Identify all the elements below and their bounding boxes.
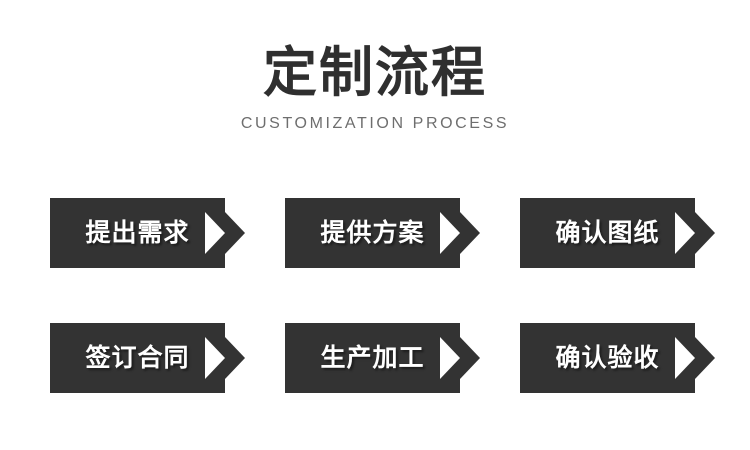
process-step-1[interactable]: 提出需求: [50, 198, 245, 268]
step-box: 提出需求: [50, 198, 225, 268]
process-step-5[interactable]: 生产加工: [285, 323, 480, 393]
page-subtitle: CUSTOMIZATION PROCESS: [240, 115, 510, 132]
arrow-right-icon: [695, 337, 715, 379]
arrow-right-icon: [460, 212, 480, 254]
arrow-notch-icon: [440, 212, 460, 254]
process-step-6[interactable]: 确认验收: [520, 323, 715, 393]
step-label: 确认图纸: [555, 218, 660, 247]
process-step-3[interactable]: 确认图纸: [520, 198, 715, 268]
arrow-right-icon: [225, 212, 245, 254]
process-row-2: 签订合同 生产加工 确认验收: [50, 323, 715, 393]
process-flow: 提出需求 提供方案 确认图纸: [50, 198, 715, 393]
step-box: 签订合同: [50, 323, 225, 393]
page-title: 定制流程: [263, 41, 487, 104]
step-label: 提出需求: [85, 218, 190, 247]
step-box: 生产加工: [285, 323, 460, 393]
step-label: 生产加工: [320, 343, 425, 372]
arrow-notch-icon: [440, 337, 460, 379]
step-label: 提供方案: [320, 218, 425, 247]
arrow-notch-icon: [205, 337, 225, 379]
step-box: 确认验收: [520, 323, 695, 393]
header: 定制流程 CUSTOMIZATION PROCESS: [0, 42, 750, 134]
process-step-4[interactable]: 签订合同: [50, 323, 245, 393]
process-step-2[interactable]: 提供方案: [285, 198, 480, 268]
arrow-notch-icon: [675, 212, 695, 254]
arrow-notch-icon: [675, 337, 695, 379]
step-label: 确认验收: [555, 343, 660, 372]
arrow-right-icon: [225, 337, 245, 379]
arrow-right-icon: [460, 337, 480, 379]
process-row-1: 提出需求 提供方案 确认图纸: [50, 198, 715, 268]
step-box: 确认图纸: [520, 198, 695, 268]
arrow-right-icon: [695, 212, 715, 254]
step-label: 签订合同: [85, 343, 190, 372]
step-box: 提供方案: [285, 198, 460, 268]
arrow-notch-icon: [205, 212, 225, 254]
